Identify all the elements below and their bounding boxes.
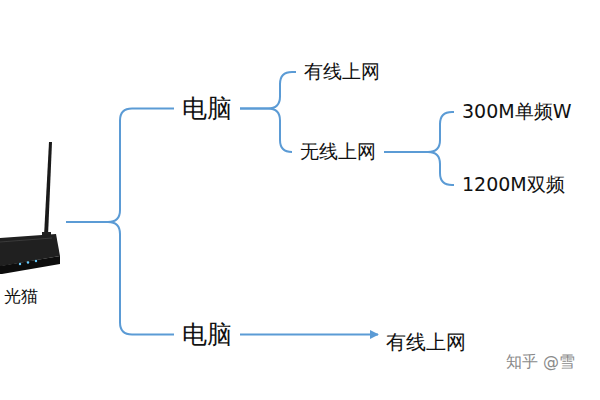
node-text: 有线上网 [386, 329, 466, 356]
node-text: 电脑 [182, 92, 232, 125]
router-illustration [0, 138, 64, 278]
text-node: 电脑 [176, 316, 238, 353]
text-node: 300M单频W [456, 97, 577, 127]
text-node: 有线上网 [298, 57, 386, 87]
arrow-connector [240, 334, 378, 336]
node-text: 1200M双频 [462, 172, 565, 198]
bracket-connector [66, 222, 174, 335]
node-text: 光猫 [4, 285, 38, 308]
bracket-connector [384, 112, 454, 152]
bracket-connector [240, 72, 296, 109]
node-text: 300M单频W [462, 99, 571, 125]
bracket-connector [66, 109, 174, 223]
text-node: 有线上网 [380, 327, 472, 358]
text-node: 无线上网 [294, 137, 382, 167]
node-text: 电脑 [182, 318, 232, 351]
node-text: 有线上网 [304, 59, 380, 85]
bracket-connector [384, 152, 454, 185]
bracket-connector [240, 109, 292, 153]
text-node: 1200M双频 [456, 170, 571, 200]
text-node: 电脑 [176, 90, 238, 127]
router-node: 光猫 [0, 138, 64, 310]
node-text: 无线上网 [300, 139, 376, 165]
watermark: 知乎 @雪 [506, 352, 575, 373]
